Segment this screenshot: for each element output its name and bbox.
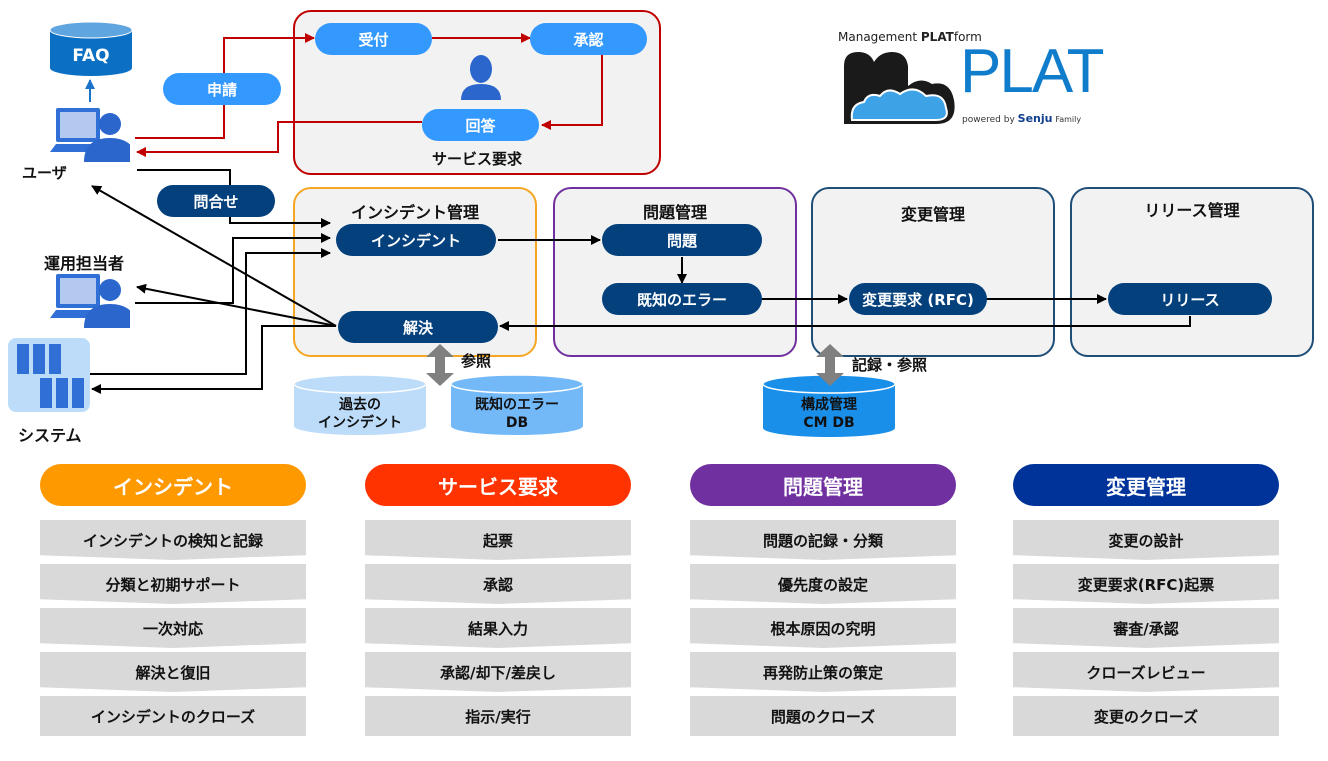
- record-refer-label: 記録・参照: [852, 356, 928, 374]
- column-3-step: 変更の設計: [1013, 520, 1279, 560]
- column-2-step: 問題のクローズ: [690, 696, 956, 736]
- resolution-to-user-line: [91, 185, 337, 327]
- column-2-step: 再発防止策の策定: [690, 652, 956, 692]
- logo-powered-by-text: powered by: [962, 115, 1015, 125]
- record-refer-double-arrow-icon: [816, 344, 844, 386]
- known-error-db-line2: DB: [505, 415, 529, 431]
- past-incidents-db: 過去の インシデント: [293, 374, 427, 436]
- resolution-to-system-line: [91, 325, 336, 394]
- column-0-step: インシデントのクローズ: [40, 696, 306, 736]
- incident-management-title: インシデント管理: [350, 203, 479, 222]
- user-label: ユーザ: [22, 164, 67, 182]
- column-3-step: 変更のクローズ: [1013, 696, 1279, 736]
- problem-management-title: 問題管理: [642, 203, 707, 222]
- apply-pill[interactable]: 申請: [163, 73, 281, 105]
- logo-family-text: Family: [1055, 115, 1082, 124]
- column-header-3[interactable]: 変更管理: [1013, 464, 1279, 506]
- column-3-step: クローズレビュー: [1013, 652, 1279, 692]
- column-2-step: 根本原因の究明: [690, 608, 956, 648]
- known-error-db: 既知のエラー DB: [450, 374, 584, 436]
- logo-tagline-suffix: form: [953, 30, 982, 44]
- logo-tagline-prefix: Management: [838, 30, 921, 44]
- past-incidents-db-icon: [293, 374, 427, 435]
- logo-cloud-m-icon: [844, 52, 955, 124]
- faq-database-icon: [49, 21, 133, 76]
- system-label: システム: [18, 426, 82, 445]
- column-2-step: 優先度の設定: [690, 564, 956, 604]
- resolution-to-operator-line: [136, 283, 337, 327]
- change-management-title: 変更管理: [900, 205, 965, 224]
- problem-management-group: 問題管理: [553, 187, 797, 357]
- refer-double-arrow-icon: [426, 344, 454, 386]
- resolution-pill[interactable]: 解決: [338, 311, 498, 343]
- column-header-1[interactable]: サービス要求: [365, 464, 631, 506]
- logo: Management PLATform PLAT powered by Senj…: [838, 30, 1104, 130]
- incident-pill[interactable]: インシデント: [336, 224, 496, 256]
- approval-pill[interactable]: 承認: [530, 23, 647, 55]
- past-incidents-db-line2: インシデント: [318, 415, 402, 431]
- column-3-step: 変更要求(RFC)起票: [1013, 564, 1279, 604]
- column-1-step: 承認/却下/差戻し: [365, 652, 631, 692]
- logo-plat-text: PLAT: [960, 37, 1104, 106]
- column-0-step: 解決と復旧: [40, 652, 306, 692]
- column-0-step: 分類と初期サポート: [40, 564, 306, 604]
- problem-pill[interactable]: 問題: [602, 224, 762, 256]
- column-1-step: 結果入力: [365, 608, 631, 648]
- logo-tagline-bold: PLAT: [920, 30, 954, 44]
- cmdb-line2: CM DB: [803, 415, 855, 431]
- release-management-title: リリース管理: [1144, 201, 1240, 220]
- logo-powered-by: powered by Senju Family: [962, 112, 1081, 125]
- cmdb-line1: 構成管理: [801, 397, 857, 413]
- known-error-pill[interactable]: 既知のエラー: [602, 283, 762, 315]
- column-1-step: 指示/実行: [365, 696, 631, 736]
- system-to-incident-line: [90, 248, 331, 375]
- service-request-title: サービス要求: [431, 150, 522, 168]
- answer-pill[interactable]: 回答: [422, 109, 539, 141]
- column-header-0[interactable]: インシデント: [40, 464, 306, 506]
- refer-label: 参照: [461, 352, 492, 370]
- faq-label: FAQ: [72, 46, 110, 66]
- user-computer-icon: [50, 108, 130, 162]
- system-server-icon: [8, 338, 90, 412]
- release-to-resolution-line: [499, 316, 1191, 331]
- person-icon: [461, 55, 501, 100]
- known-error-db-line1: 既知のエラー: [475, 397, 559, 413]
- answer-to-user-line: [136, 121, 422, 157]
- operator-to-incident-line: [135, 233, 331, 304]
- column-0-step: 一次対応: [40, 608, 306, 648]
- logo-tagline: Management PLATform: [838, 30, 982, 44]
- inquiry-pill[interactable]: 問合せ: [157, 185, 275, 217]
- known-error-db-icon: [450, 374, 584, 435]
- operator-label: 運用担当者: [44, 254, 125, 273]
- release-management-group: リリース管理: [1070, 187, 1314, 357]
- release-pill[interactable]: リリース: [1108, 283, 1272, 315]
- column-1-step: 起票: [365, 520, 631, 560]
- rfc-pill[interactable]: 変更要求 (RFC): [849, 283, 987, 315]
- operator-computer-icon: [50, 274, 130, 328]
- logo-senju-text: Senju: [1017, 112, 1053, 125]
- reception-pill[interactable]: 受付: [315, 23, 432, 55]
- column-header-2[interactable]: 問題管理: [690, 464, 956, 506]
- change-management-group: 変更管理: [811, 187, 1055, 357]
- column-3-step: 審査/承認: [1013, 608, 1279, 648]
- column-1-step: 承認: [365, 564, 631, 604]
- column-0-step: インシデントの検知と記録: [40, 520, 306, 560]
- past-incidents-db-line1: 過去の: [339, 397, 381, 413]
- approval-to-answer-line: [541, 55, 603, 130]
- column-2-step: 問題の記録・分類: [690, 520, 956, 560]
